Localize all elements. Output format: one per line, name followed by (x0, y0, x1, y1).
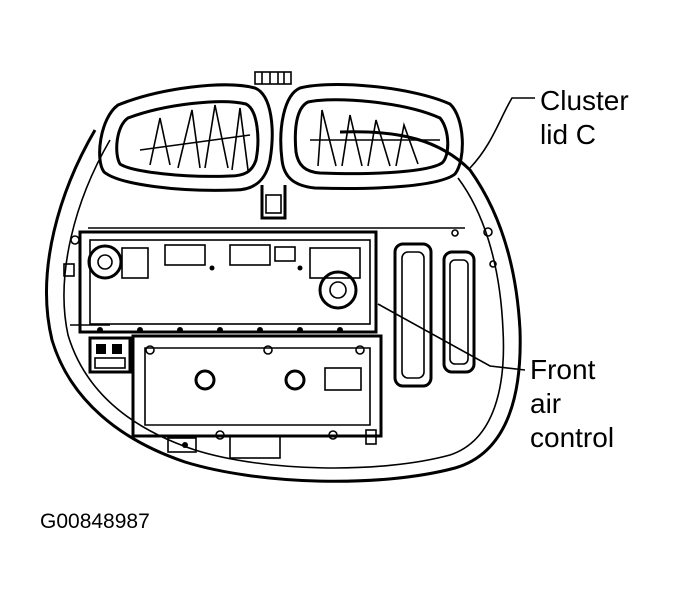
figure-id: G00848987 (40, 510, 150, 533)
top-tab (254, 71, 292, 85)
callout-front-air-control-line3: control (530, 422, 615, 453)
callout-front-air-control: Front air control (530, 353, 614, 455)
lower-module (131, 334, 383, 459)
side-vertical-vents (393, 242, 476, 388)
callout-front-air-control-line1: Front (530, 354, 596, 385)
cluster-housing-inner (63, 139, 505, 469)
callout-cluster-lid-line1: Cluster (540, 85, 629, 116)
cluster-housing-outline (45, 129, 522, 483)
callout-cluster-lid-line2: lid C (540, 119, 597, 150)
callout-cluster-lid: Cluster lid C (540, 84, 629, 152)
right-air-vent (279, 83, 464, 190)
callout-front-air-control-line2: air (530, 388, 562, 419)
left-air-vent (98, 83, 274, 192)
front-air-control-unit (78, 230, 378, 334)
leader-cluster-lid (469, 97, 535, 169)
divider-line (70, 227, 465, 326)
center-stem (260, 185, 287, 220)
side-connector (88, 336, 132, 374)
leader-front-air-control (377, 303, 526, 371)
